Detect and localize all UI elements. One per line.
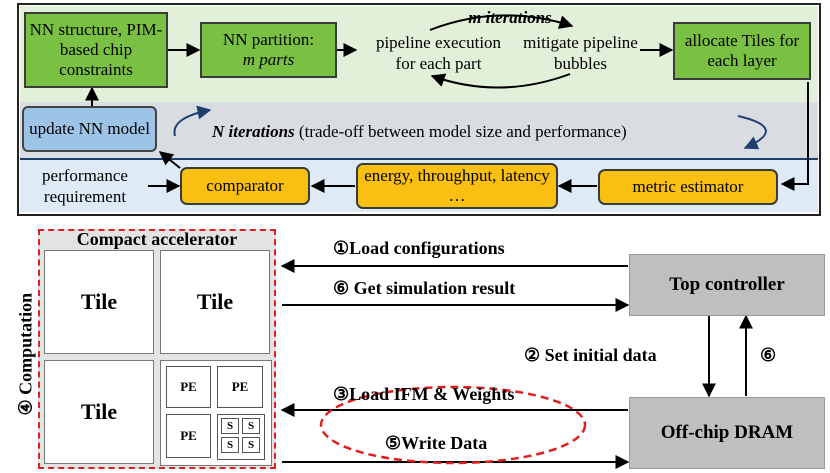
step2-label: ② Set initial data bbox=[524, 345, 657, 365]
tile-bottom-left: Tile bbox=[44, 360, 154, 464]
pipeline-line1: pipeline execution bbox=[375, 33, 502, 52]
s-cell-3: S bbox=[221, 437, 239, 453]
box-allocate-tiles: allocate Tiles for each layer bbox=[673, 22, 811, 80]
tile-top-right: Tile bbox=[160, 250, 270, 354]
box-update-nn: update NN model bbox=[22, 106, 157, 152]
n-iterations-bold: N iterations bbox=[212, 122, 295, 141]
arrow-allocate-to-metric bbox=[780, 82, 809, 191]
mitigate-line1: mitigate pipeline bbox=[523, 33, 638, 52]
pipeline-line2: for each part bbox=[395, 54, 482, 73]
n-iter-arc-right bbox=[737, 115, 767, 150]
pe-top-left: PE bbox=[166, 366, 211, 408]
box-nn-partition: NN partition: m parts bbox=[200, 22, 337, 78]
pipeline-exec-text: pipeline execution for each part bbox=[356, 32, 521, 74]
step6-short-label: ⑥ bbox=[760, 345, 777, 365]
n-iterations-text: N iterations (trade-off between model si… bbox=[212, 121, 627, 142]
partition-line1: NN partition: bbox=[222, 30, 315, 49]
partition-line2: m parts bbox=[242, 50, 295, 69]
compact-accelerator-title: Compact accelerator bbox=[76, 229, 238, 249]
s-cell-4: S bbox=[242, 437, 260, 453]
m-iter-arc-top bbox=[429, 14, 574, 31]
n-iterations-rest: (trade-off between model size and perfor… bbox=[294, 122, 627, 141]
mitigate-text: mitigate pipeline bubbles bbox=[518, 32, 643, 74]
pe-bottom-left: PE bbox=[166, 414, 211, 458]
offchip-dram-box: Off-chip DRAM bbox=[629, 397, 825, 469]
mitigate-line2: bubbles bbox=[554, 54, 607, 73]
step1-label: ①Load configurations bbox=[333, 238, 505, 258]
tile-top-left: Tile bbox=[44, 250, 154, 354]
step5-label: ⑤Write Data bbox=[385, 433, 488, 453]
box-nn-structure: NN structure, PIM-based chip constraints bbox=[24, 12, 168, 88]
step3-label: ③Load IFM & Weights bbox=[333, 384, 515, 404]
m-iter-arc-bottom bbox=[430, 73, 571, 89]
top-controller-box: Top controller bbox=[629, 254, 825, 316]
box-metric-estimator: metric estimator bbox=[598, 169, 778, 205]
pe-top-right: PE bbox=[217, 366, 263, 408]
box-energy: energy, throughput, latency … bbox=[356, 163, 558, 209]
highlight-ellipse bbox=[319, 385, 587, 465]
box-comparator: comparator bbox=[180, 167, 310, 205]
s-cell-2: S bbox=[242, 418, 260, 434]
step6-label: ⑥ Get simulation result bbox=[333, 278, 516, 298]
computation-label: ④ Computation bbox=[15, 292, 36, 416]
performance-text: performance requirement bbox=[42, 166, 128, 206]
m-iterations-label: m iterations bbox=[468, 8, 552, 27]
s-cell-1: S bbox=[221, 418, 239, 434]
n-iter-arc-left bbox=[173, 105, 212, 137]
arrow-comparator-to-update bbox=[158, 151, 181, 169]
